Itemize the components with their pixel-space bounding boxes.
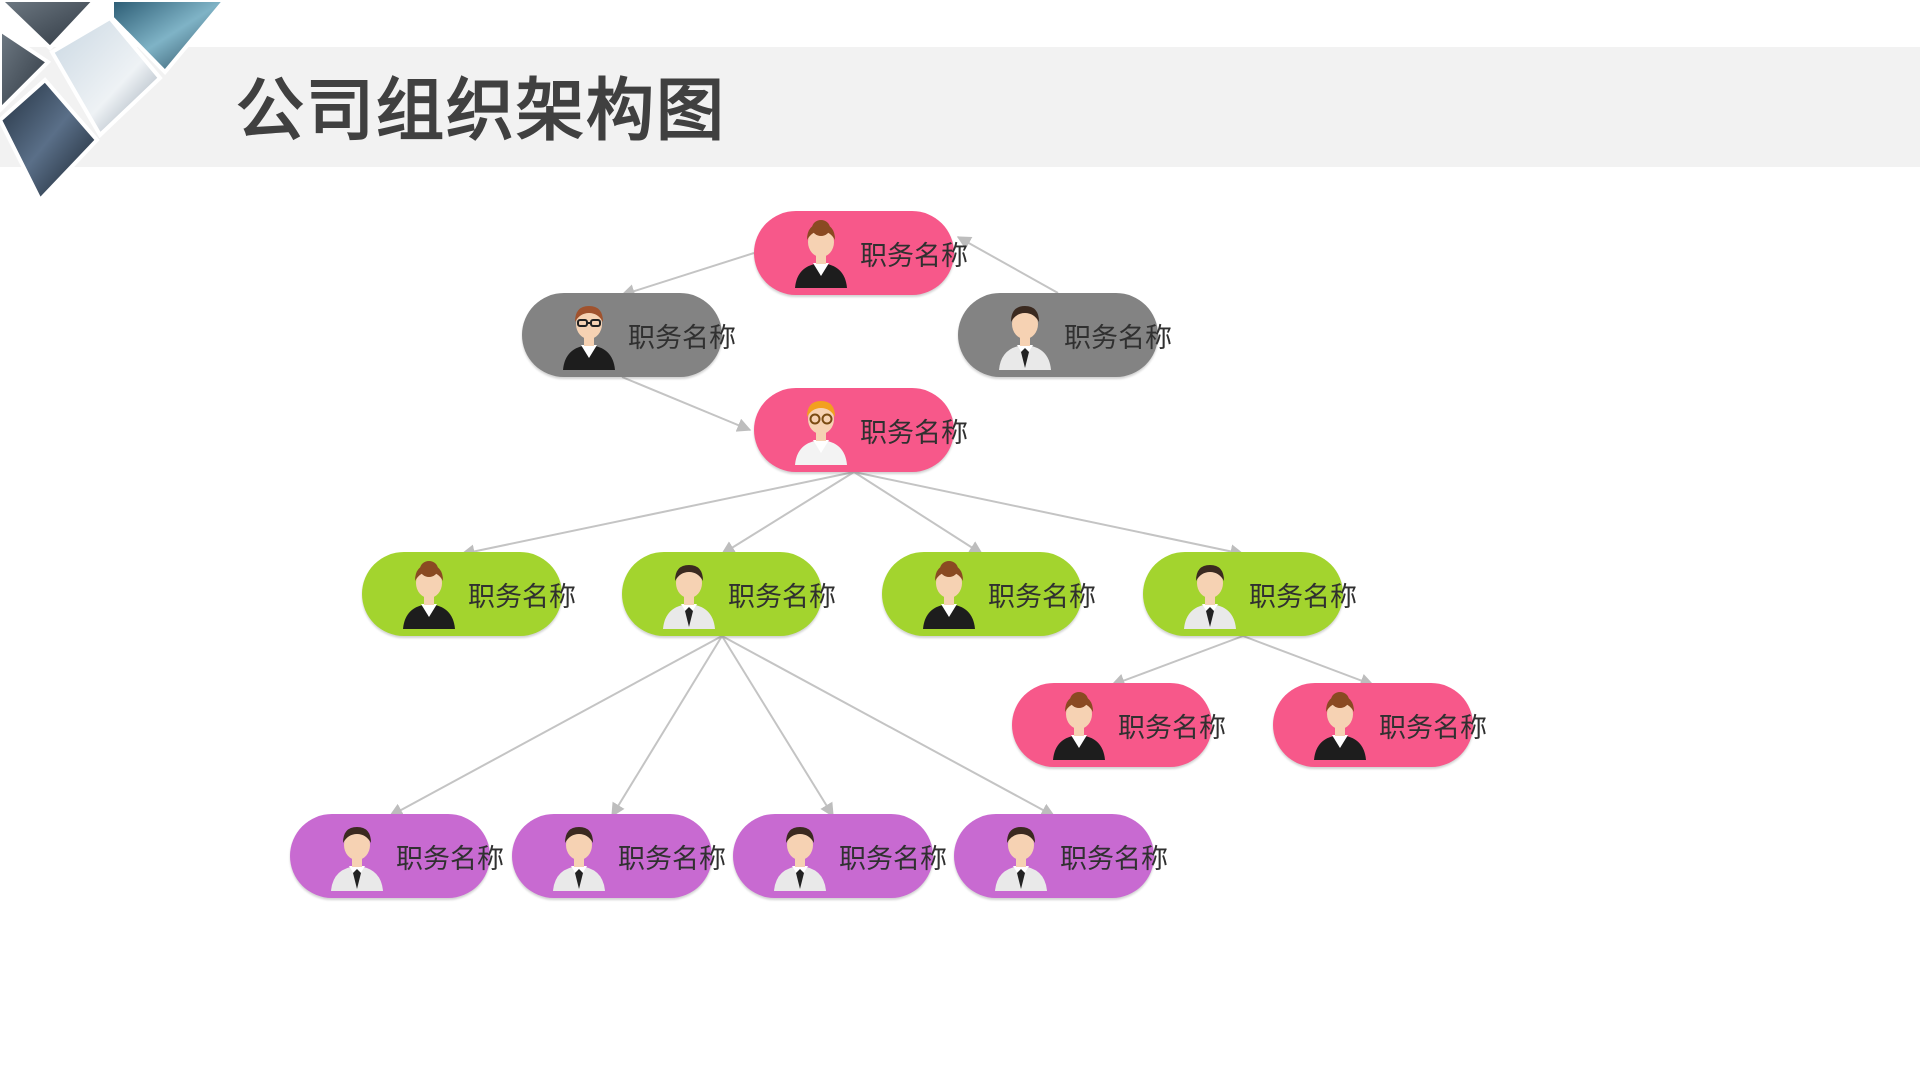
woman-blonde-glasses-avatar-icon xyxy=(792,395,850,465)
connector-n6-n13 xyxy=(722,636,833,816)
org-node-label: 职务名称 xyxy=(860,411,968,450)
woman-dark-avatar-icon xyxy=(1050,690,1108,760)
connector-n6-n12 xyxy=(612,636,722,816)
connector-n8-n10 xyxy=(1243,636,1373,685)
connector-n6-n14 xyxy=(722,636,1054,816)
connector-n6-n11 xyxy=(390,636,722,816)
org-node-n3[interactable]: 职务名称 xyxy=(958,293,1158,377)
man-tie-avatar-icon xyxy=(660,559,718,629)
org-node-label: 职务名称 xyxy=(396,837,504,876)
connector-n8-n9 xyxy=(1112,636,1243,685)
woman-dark-avatar-icon xyxy=(1311,690,1369,760)
org-node-n13[interactable]: 职务名称 xyxy=(733,814,933,898)
org-node-label: 职务名称 xyxy=(468,575,576,614)
woman-dark-avatar-icon xyxy=(792,218,850,288)
man-tie-avatar-icon xyxy=(771,821,829,891)
org-node-n14[interactable]: 职务名称 xyxy=(954,814,1154,898)
man-tie-avatar-icon xyxy=(328,821,386,891)
org-node-n5[interactable]: 职务名称 xyxy=(362,552,562,636)
org-node-n11[interactable]: 职务名称 xyxy=(290,814,490,898)
org-node-label: 职务名称 xyxy=(628,316,736,355)
man-glasses-vest-avatar-icon xyxy=(560,300,618,370)
connector-n3-n1 xyxy=(958,237,1058,293)
org-node-label: 职务名称 xyxy=(1379,706,1487,745)
org-node-n8[interactable]: 职务名称 xyxy=(1143,552,1343,636)
org-node-label: 职务名称 xyxy=(1060,837,1168,876)
man-tie-avatar-icon xyxy=(550,821,608,891)
man-tie-avatar-icon xyxy=(996,300,1054,370)
connector-n4-n7 xyxy=(854,472,982,554)
org-node-n6[interactable]: 职务名称 xyxy=(622,552,822,636)
org-node-n10[interactable]: 职务名称 xyxy=(1273,683,1473,767)
connector-n4-n5 xyxy=(462,472,854,554)
org-node-label: 职务名称 xyxy=(988,575,1096,614)
connector-n2-n4 xyxy=(622,377,750,430)
org-node-label: 职务名称 xyxy=(1249,575,1357,614)
connector-n1-n2 xyxy=(622,253,754,295)
org-node-label: 职务名称 xyxy=(728,575,836,614)
woman-dark-avatar-icon xyxy=(920,559,978,629)
org-node-n4[interactable]: 职务名称 xyxy=(754,388,954,472)
org-node-label: 职务名称 xyxy=(1064,316,1172,355)
org-node-n9[interactable]: 职务名称 xyxy=(1012,683,1212,767)
org-node-n7[interactable]: 职务名称 xyxy=(882,552,1082,636)
org-node-n2[interactable]: 职务名称 xyxy=(522,293,722,377)
man-tie-avatar-icon xyxy=(1181,559,1239,629)
org-node-n1[interactable]: 职务名称 xyxy=(754,211,954,295)
org-node-label: 职务名称 xyxy=(860,234,968,273)
org-node-label: 职务名称 xyxy=(618,837,726,876)
org-node-label: 职务名称 xyxy=(839,837,947,876)
woman-dark-avatar-icon xyxy=(400,559,458,629)
man-tie-avatar-icon xyxy=(992,821,1050,891)
connector-n4-n8 xyxy=(854,472,1243,554)
connector-n4-n6 xyxy=(722,472,854,554)
org-node-label: 职务名称 xyxy=(1118,706,1226,745)
org-node-n12[interactable]: 职务名称 xyxy=(512,814,712,898)
